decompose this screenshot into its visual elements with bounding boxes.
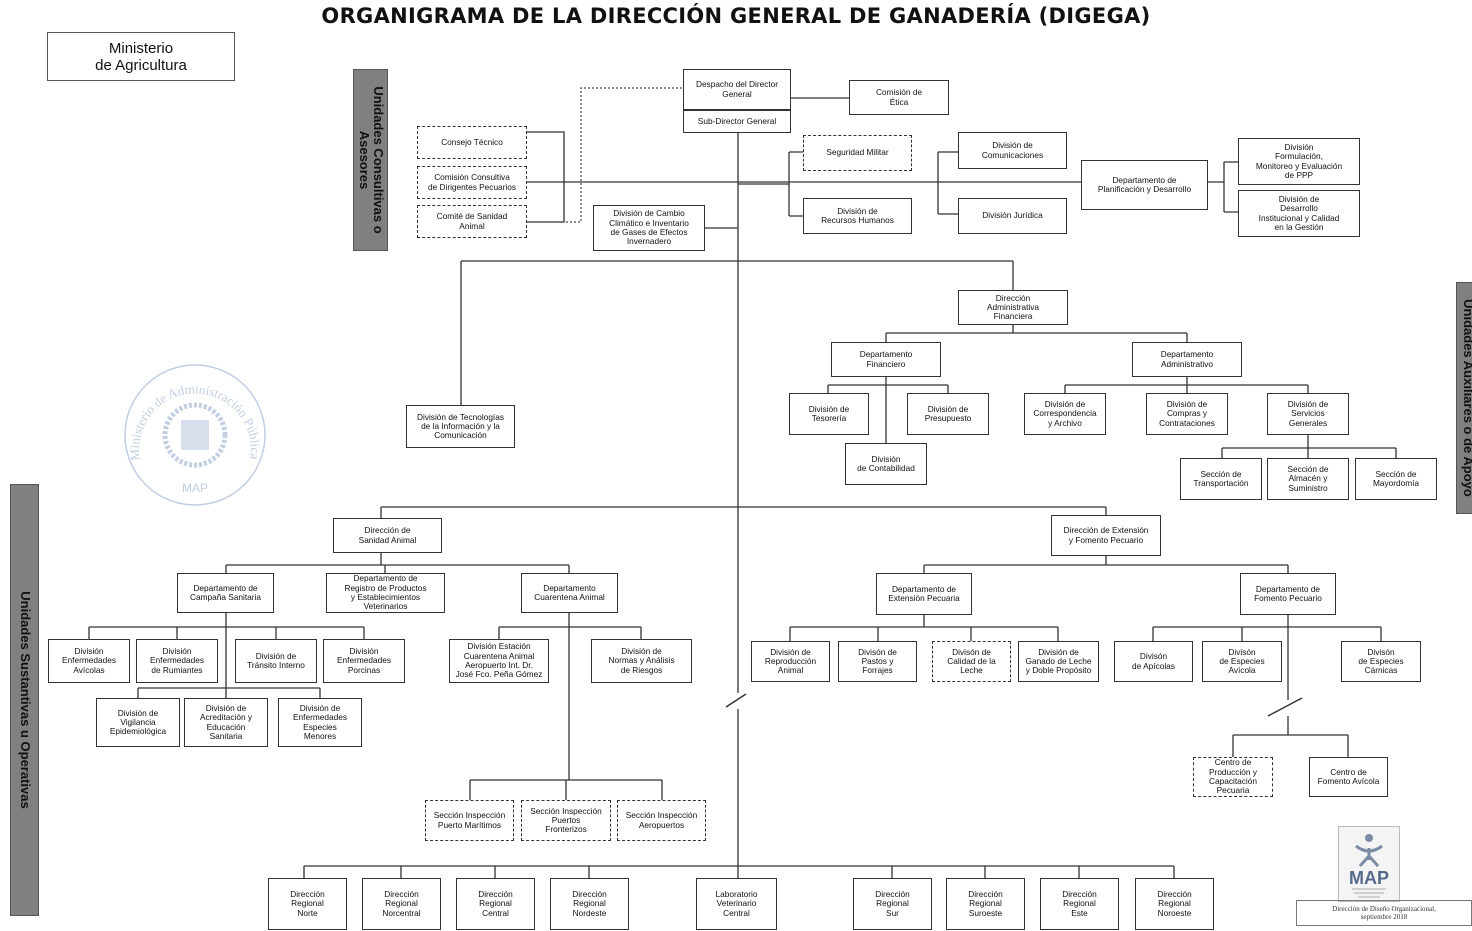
ministry-box: Ministerio de Agricultura [47,32,235,81]
unit-planificacion: Departamento de Planificación y Desarrol… [1081,160,1208,210]
unit-div-normas: División de Normas y Análisis de Riesgos [591,639,692,683]
unit-presupuesto: División de Presupuesto [907,393,989,435]
unit-despacho-director: Despacho del Director General [683,69,791,110]
unit-sec-aeropuertos: Sección Inspección Aeropuertos [617,800,706,841]
seal-abbr: MAP [182,481,208,495]
unit-seguridad-militar: Seguridad Militar [803,135,912,171]
unit-div-calidad-leche: Divisón de Calidad de la Leche [932,641,1011,682]
unit-comunicaciones: División de Comunicaciones [958,132,1067,169]
unit-contabilidad: División de Contabilidad [845,443,927,485]
unit-div-vigilancia: División de Vigilancia Epidemiológica [96,698,180,747]
unit-regional-sur: Dirección Regional Sur [853,878,932,930]
unit-comite-sanidad: Comité de Sanidad Animal [417,205,527,238]
unit-div-estacion-cuarentena: División Estación Cuarentena Animal Aero… [449,639,549,683]
unit-subdirector: Sub-Director General [683,110,791,133]
unit-cambio-climatico: División de Cambio Climático e Inventari… [593,205,705,251]
unit-div-transito: División de Tránsito Interno [235,639,317,683]
unit-regional-este: Dirección Regional Este [1040,878,1119,930]
unit-desarrollo-institucional: División de Desarrollo Institucional y C… [1238,190,1360,237]
unit-dir-sanidad: Dirección de Sanidad Animal [333,518,442,553]
page-title: ORGANIGRAMA DE LA DIRECCIÓN GENERAL DE G… [321,4,1151,28]
unit-div-reproduccion: División de Reproducción Animal [751,641,830,682]
band-unidades-sustantivas: Unidades Sustantivas u Operativas [10,484,39,916]
unit-recursos-humanos: División de Recursos Humanos [803,198,912,234]
unit-sec-fronterizos: Sección Inspección Puertos Fronterizos [521,800,611,841]
unit-regional-norte: Dirección Regional Norte [268,878,347,930]
unit-regional-noroeste: Dirección Regional Noroeste [1135,878,1214,930]
unit-div-apicolas: Divisón de Apícolas [1114,641,1193,682]
unit-regional-norcentral: Dirección Regional Norcentral [362,878,441,930]
unit-div-porcinas: División Enfermedades Porcinas [323,639,405,683]
unit-consejo-tecnico: Consejo Técnico [417,126,527,159]
unit-dep-cuarentena: Departamento Cuarentena Animal [521,573,618,613]
unit-sec-maritimos: Sección Inspección Puerto Marítimos [425,800,514,841]
unit-correspondencia: División de Correspondencia y Archivo [1024,393,1106,435]
unit-regional-suroeste: Dirección Regional Suroeste [946,878,1025,930]
unit-dir-extension: Dirección de Extensión y Fomento Pecuari… [1051,515,1161,556]
unit-div-acreditacion: División de Acreditación y Educación San… [184,698,268,747]
unit-div-ganado-leche: División de Ganado de Leche y Doble Prop… [1018,641,1099,682]
unit-div-especies-avicola: Divisón de Especies Avícola [1202,641,1282,682]
unit-div-avicolas: División Enfermedades Avícolas [48,639,130,683]
unit-servicios-generales: División de Servicios Generales [1267,393,1349,435]
unit-div-rumiantes: División Enfermedades de Rumiantes [136,639,218,683]
logo-text: MAP [1349,868,1389,888]
band-unidades-consultivas: Unidades Consultivas o Asesores [353,69,388,251]
unit-dep-administrativo: Departamento Administrativo [1132,342,1242,377]
unit-div-especies-menores: División de Enfermedades Especies Menore… [278,698,362,747]
unit-dir-admin-financiera: Dirección Administrativa Financiera [958,290,1068,325]
unit-centro-fomento-avicola: Centro de Fomento Avícola [1309,757,1388,797]
unit-dep-campana: Departamento de Campaña Sanitaria [177,573,274,613]
unit-tesoreria: División de Tesorería [789,393,869,435]
unit-dep-financiero: Departamento Financiero [831,342,941,377]
unit-dep-fomento: Departamento de Fomento Pecuario [1240,573,1336,615]
unit-mayordomia: Sección de Mayordomía [1355,458,1437,500]
map-seal-stamp: Ministerio de Administración Pública MAP [124,364,266,506]
band-unidades-auxiliares: Unidades Auxiliares o de Apoyo [1456,282,1472,514]
unit-div-especies-carnicas: Divisón de Especies Cárnicas [1341,641,1421,682]
unit-comision-etica: Comisión de Ética [849,80,949,115]
unit-dep-ext-pecuaria: Departamento de Extensión Pecuaria [876,573,972,615]
unit-dep-registro: Departamento de Registro de Productos y … [326,573,445,613]
unit-formulacion-ppp: División Formulación, Monitoreo y Evalua… [1238,138,1360,185]
unit-transportacion: Sección de Transportación [1180,458,1262,500]
unit-laboratorio-veterinario: Laboratorio Veterinario Central [696,878,777,930]
unit-regional-central: Dirección Regional Central [456,878,535,930]
credit-note: Dirección de Diseño Organizacional, sept… [1296,900,1472,926]
unit-comision-consultiva: Comisión Consultiva de Dirigentes Pecuar… [417,166,527,199]
unit-almacen: Sección de Almacén y Suministro [1267,458,1349,500]
unit-regional-nordeste: Dirección Regional Nordeste [550,878,629,930]
unit-centro-produccion: Centro de Producción y Capacitación Pecu… [1193,757,1273,797]
unit-juridica: División Jurídica [958,198,1067,234]
map-logo-figure-icon: MAP [1338,826,1400,902]
unit-compras: División de Compras y Contrataciones [1146,393,1228,435]
unit-div-pastos: Divisón de Pastos y Forrajes [838,641,917,682]
unit-tic: División de Tecnologías de la Informació… [406,405,515,448]
